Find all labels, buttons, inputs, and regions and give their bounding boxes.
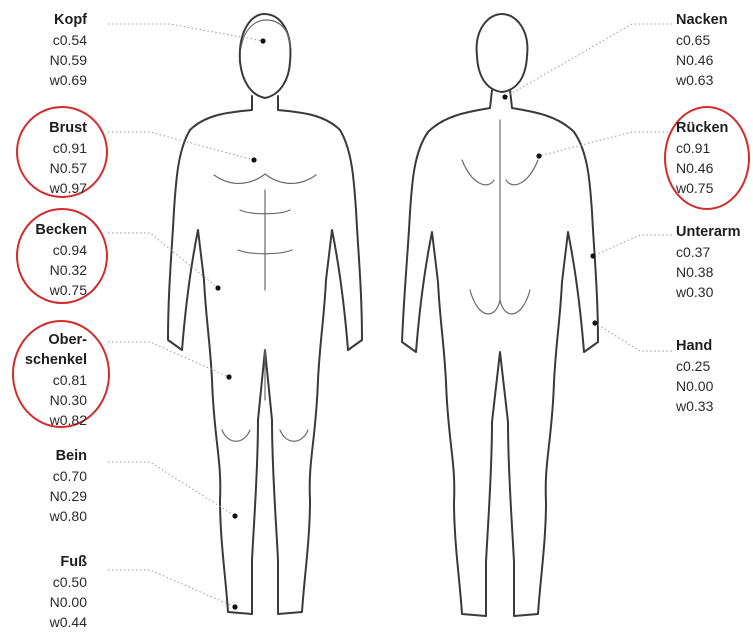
leader-lines — [108, 24, 672, 607]
label-oberschenkel-n: N0.30 — [25, 390, 87, 410]
label-nacken-n: N0.46 — [676, 50, 728, 70]
label-nacken-c: c0.65 — [676, 30, 728, 50]
marker-dots — [215, 38, 597, 609]
label-bein-name: Bein — [50, 446, 87, 466]
front-knees — [222, 430, 308, 441]
front-body-figure — [168, 14, 362, 614]
label-brust: Brust c0.91 N0.57 w0.97 — [49, 118, 87, 198]
label-fuss-name: Fuß — [50, 552, 87, 572]
dot-unterarm — [590, 253, 595, 258]
label-nacken-name: Nacken — [676, 10, 728, 30]
label-oberschenkel-c: c0.81 — [25, 370, 87, 390]
dot-kopf — [260, 38, 265, 43]
label-oberschenkel: Ober- schenkel c0.81 N0.30 w0.82 — [25, 330, 87, 430]
label-bein-w: w0.80 — [50, 506, 87, 526]
label-unterarm-c: c0.37 — [676, 242, 740, 262]
label-brust-name: Brust — [49, 118, 87, 138]
label-hand-n: N0.00 — [676, 376, 713, 396]
label-ruecken-name: Rücken — [676, 118, 728, 138]
dot-fuss — [232, 604, 237, 609]
label-becken-n: N0.32 — [35, 260, 87, 280]
label-hand-c: c0.25 — [676, 356, 713, 376]
label-becken-w: w0.75 — [35, 280, 87, 300]
dot-nacken — [502, 94, 507, 99]
label-ruecken-w: w0.75 — [676, 178, 728, 198]
label-brust-n: N0.57 — [49, 158, 87, 178]
label-fuss-c: c0.50 — [50, 572, 87, 592]
label-hand-w: w0.33 — [676, 396, 713, 416]
label-bein-c: c0.70 — [50, 466, 87, 486]
label-becken: Becken c0.94 N0.32 w0.75 — [35, 220, 87, 300]
label-unterarm: Unterarm c0.37 N0.38 w0.30 — [676, 222, 740, 302]
label-brust-w: w0.97 — [49, 178, 87, 198]
leader-bein — [108, 462, 235, 516]
label-kopf-w: w0.69 — [50, 70, 87, 90]
label-unterarm-name: Unterarm — [676, 222, 740, 242]
dot-ruecken — [536, 153, 541, 158]
leader-ruecken — [539, 132, 672, 156]
label-kopf-c: c0.54 — [50, 30, 87, 50]
dot-oberschenkel — [226, 374, 231, 379]
back-head — [477, 14, 528, 92]
label-nacken: Nacken c0.65 N0.46 w0.63 — [676, 10, 728, 90]
label-fuss-w: w0.44 — [50, 612, 87, 632]
label-unterarm-n: N0.38 — [676, 262, 740, 282]
leader-kopf — [108, 24, 263, 41]
label-brust-c: c0.91 — [49, 138, 87, 158]
label-kopf-name: Kopf — [50, 10, 87, 30]
front-chest-line — [214, 174, 316, 183]
label-hand: Hand c0.25 N0.00 w0.33 — [676, 336, 713, 416]
leader-fuss — [108, 570, 235, 607]
dot-becken — [215, 285, 220, 290]
label-unterarm-w: w0.30 — [676, 282, 740, 302]
label-becken-c: c0.94 — [35, 240, 87, 260]
leader-nacken — [505, 24, 672, 97]
label-fuss-n: N0.00 — [50, 592, 87, 612]
label-nacken-w: w0.63 — [676, 70, 728, 90]
label-becken-name: Becken — [35, 220, 87, 240]
label-ruecken-c: c0.91 — [676, 138, 728, 158]
label-oberschenkel-name: Ober- schenkel — [25, 330, 87, 370]
label-bein: Bein c0.70 N0.29 w0.80 — [50, 446, 87, 526]
leader-unterarm — [593, 235, 672, 256]
label-kopf-n: N0.59 — [50, 50, 87, 70]
dot-bein — [232, 513, 237, 518]
dot-hand — [592, 320, 597, 325]
dot-brust — [251, 157, 256, 162]
label-ruecken-n: N0.46 — [676, 158, 728, 178]
label-fuss: Fuß c0.50 N0.00 w0.44 — [50, 552, 87, 632]
front-abdomen — [238, 190, 292, 290]
label-bein-n: N0.29 — [50, 486, 87, 506]
leader-hand — [595, 323, 672, 351]
label-ruecken: Rücken c0.91 N0.46 w0.75 — [676, 118, 728, 198]
label-oberschenkel-w: w0.82 — [25, 410, 87, 430]
back-body-figure — [402, 14, 598, 616]
label-kopf: Kopf c0.54 N0.59 w0.69 — [50, 10, 87, 90]
label-hand-name: Hand — [676, 336, 713, 356]
